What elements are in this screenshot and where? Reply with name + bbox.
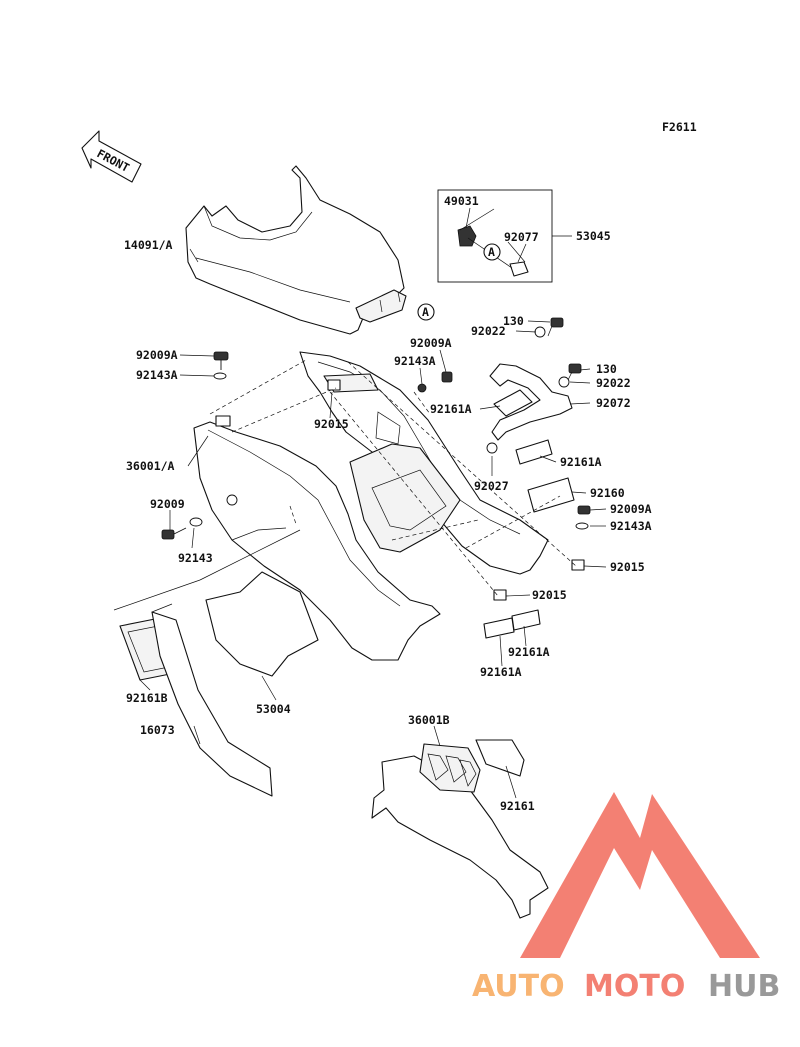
front-direction-arrow: FRONT	[81, 130, 142, 183]
mat-53004	[205, 571, 319, 677]
watermark-moto: MOTO	[584, 969, 685, 1004]
nut-92015-left	[215, 415, 231, 427]
inner-cover-panel	[299, 351, 549, 575]
svg-text:A: A	[488, 245, 495, 259]
fasteners	[161, 317, 591, 601]
label-130-lower: 130	[596, 362, 617, 376]
label-92027: 92027	[474, 479, 509, 493]
washer-92022-lower	[558, 376, 570, 388]
nut-92015-lower	[493, 589, 507, 601]
grommet-92027	[486, 442, 498, 454]
automotohub-watermark-logo: AUTO MOTO HUB	[472, 792, 780, 1004]
watermark-auto: AUTO	[472, 969, 565, 1004]
label-36001A: 36001/A	[126, 459, 175, 473]
label-14091A: 14091/A	[124, 238, 173, 252]
part-labels: 14091/A 49031 92077 53045 130 92022 9200…	[124, 194, 652, 813]
label-92009: 92009	[150, 497, 185, 511]
label-92009A-left: 92009A	[136, 348, 178, 362]
label-16073: 16073	[140, 723, 175, 737]
bolt-130-lower	[567, 363, 582, 381]
bolt-92009A-mid	[441, 371, 453, 383]
sheet-16073	[151, 611, 273, 797]
label-92161: 92161	[500, 799, 535, 813]
label-92009A-mid: 92009A	[410, 336, 452, 350]
label-92160: 92160	[590, 486, 625, 500]
washer-92143	[189, 517, 203, 527]
washer-92022-upper	[534, 326, 546, 338]
side-cover-36001A	[193, 421, 441, 661]
label-92161B: 92161B	[126, 691, 168, 705]
label-130-upper: 130	[503, 314, 524, 328]
label-53004: 53004	[256, 702, 291, 716]
lower-cover-36001B	[371, 739, 549, 919]
bolt-92009A-right	[577, 505, 591, 515]
label-92015-right: 92015	[610, 560, 645, 574]
label-53045: 53045	[576, 229, 611, 243]
svg-text:A: A	[422, 305, 429, 319]
label-92161A-right: 92161A	[560, 455, 602, 469]
bolt-130-upper	[547, 317, 564, 337]
label-92009A-right: 92009A	[610, 502, 652, 516]
washer-92143A-right	[575, 522, 589, 530]
label-92015-mid: 92015	[314, 417, 349, 431]
label-92143: 92143	[178, 551, 213, 565]
label-92143A-left: 92143A	[136, 368, 178, 382]
label-92022-lower: 92022	[596, 376, 631, 390]
washer-92143A-left	[213, 372, 227, 380]
label-92143A-right: 92143A	[610, 519, 652, 533]
bracket-kit-53045-box	[437, 189, 572, 283]
leader-lines	[113, 208, 607, 799]
label-92143A-mid: 92143A	[394, 354, 436, 368]
label-92161A-lower-left: 92161A	[480, 665, 522, 679]
label-92022-upper: 92022	[471, 324, 506, 338]
bolt-92009A-left	[213, 351, 229, 370]
nut-92015-right	[571, 559, 585, 571]
label-36001B: 36001B	[408, 713, 450, 727]
label-92015-lower: 92015	[532, 588, 567, 602]
bolt-92009	[161, 527, 187, 540]
label-92161A-lower-right: 92161A	[508, 645, 550, 659]
label-49031: 49031	[444, 194, 479, 208]
nut-92015-mid	[327, 379, 341, 391]
callout-A-upper: A	[417, 303, 435, 321]
label-92161A-upper: 92161A	[430, 402, 472, 416]
label-92077: 92077	[504, 230, 539, 244]
washer-92143A-mid	[417, 383, 427, 393]
callout-A-box: A	[483, 243, 501, 261]
figure-id: F2611	[662, 120, 697, 134]
upper-cover-14091A	[185, 165, 407, 335]
bracket-92072	[483, 363, 575, 639]
watermark-hub: HUB	[708, 969, 780, 1004]
label-92072: 92072	[596, 396, 631, 410]
